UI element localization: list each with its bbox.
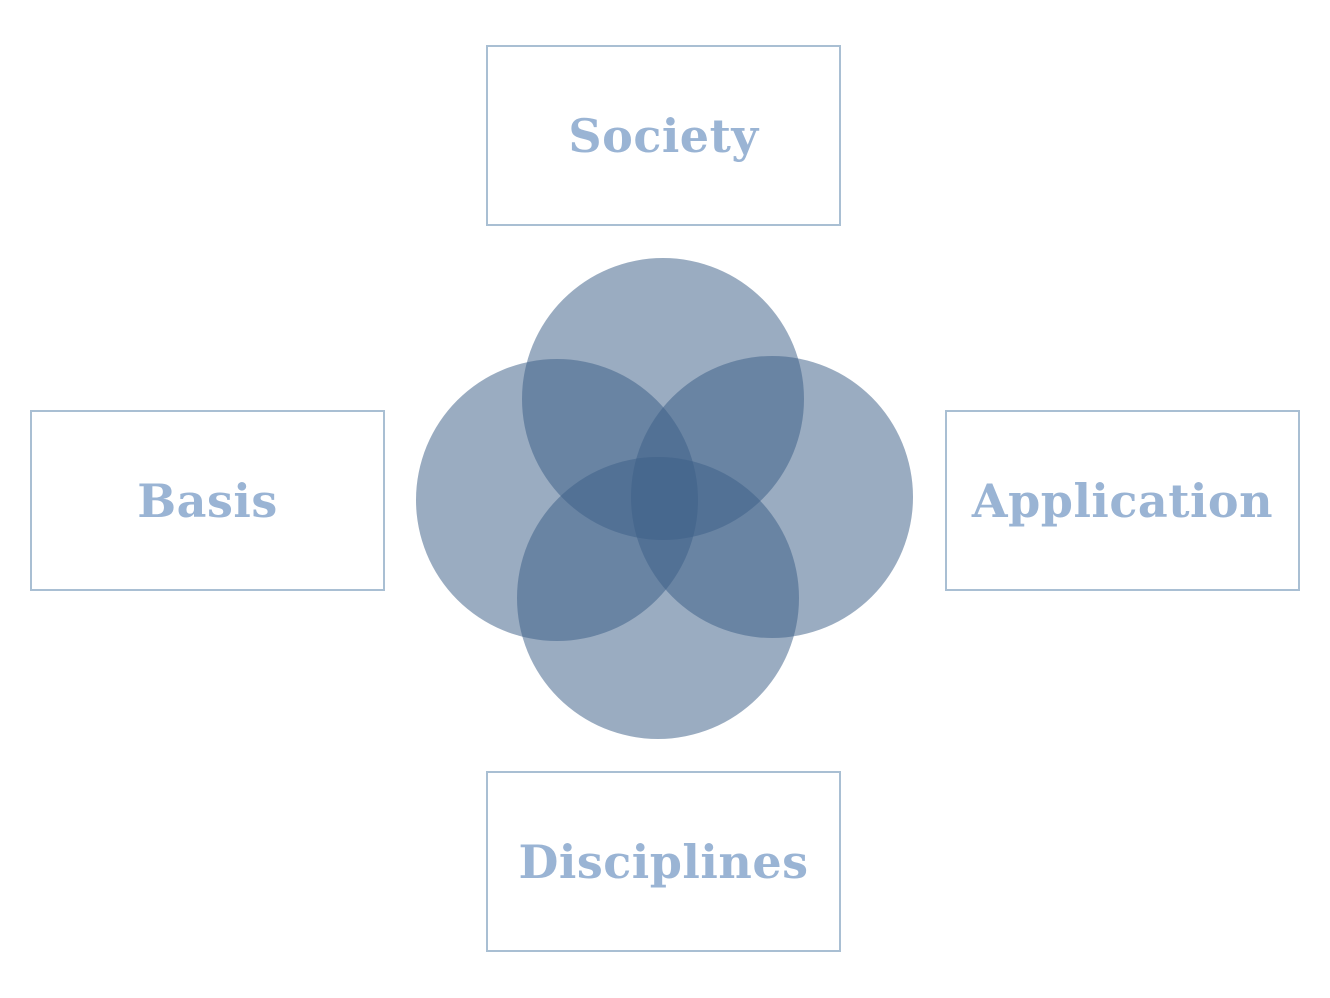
disciplines-box: Disciplines xyxy=(486,771,841,952)
basis-label: Basis xyxy=(137,473,278,528)
circle-disciplines xyxy=(517,457,799,739)
application-box: Application xyxy=(945,410,1300,591)
application-label: Application xyxy=(971,473,1274,528)
basis-box: Basis xyxy=(30,410,385,591)
society-box: Society xyxy=(486,45,841,226)
disciplines-label: Disciplines xyxy=(518,834,809,889)
society-label: Society xyxy=(568,108,759,163)
